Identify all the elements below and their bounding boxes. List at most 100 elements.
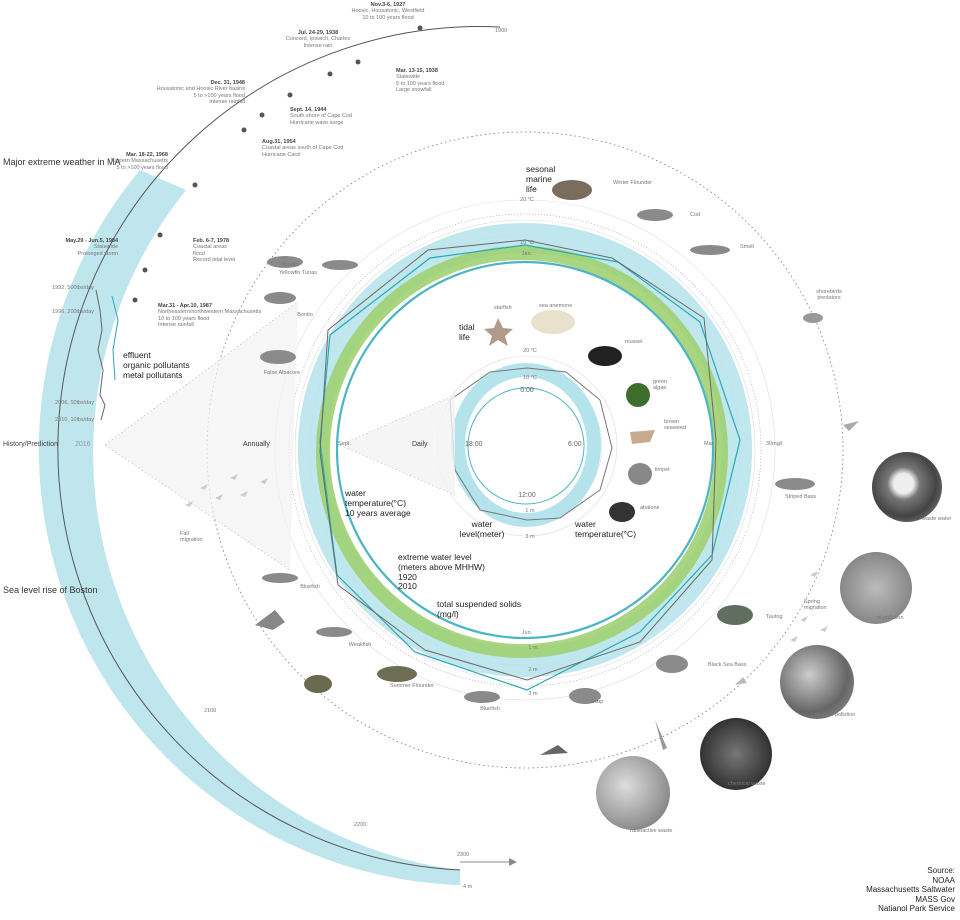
year-tick-2200: 2200	[354, 822, 367, 828]
event-1938-mar: Mar. 13-15, 1938 Statewide 5 to 100 year…	[396, 68, 445, 93]
legend-tss: total suspended solids (mg/l)	[437, 599, 522, 619]
species-winter-flounder: Winter Flounder	[613, 180, 653, 186]
daily-temperature-polygon	[449, 367, 613, 521]
month-jun: Jun.	[521, 630, 533, 636]
month-mar: Mar.	[704, 441, 715, 447]
species-bluefin: Bluefin	[281, 262, 299, 268]
sea-level-band	[38, 170, 460, 885]
daily-level-scale-3m: 3 m	[525, 534, 535, 540]
fish-silhouettes	[255, 180, 859, 755]
species-bonito: Bonito	[297, 312, 313, 318]
species-summer-flounder: Summer Flounder	[389, 683, 435, 689]
pollution-plastics: plastics pollution	[815, 712, 856, 718]
species-black-sea-bass: Black Sea Bass	[708, 662, 747, 668]
fall-migration-label: Fall migration	[180, 531, 203, 544]
level-scale-2m: 2 m	[528, 667, 538, 673]
species-smelt: Smelt	[740, 244, 755, 250]
event-dots	[132, 25, 423, 303]
event-1944: Sept. 14, 1944 South shore of Cape Cod H…	[290, 107, 353, 126]
event-1948: Dec. 31, 1948 Housatonic and Hoosic Rive…	[156, 80, 245, 105]
annual-temp-scale-20: 20 °C	[520, 197, 534, 203]
plastics-pollution-photo	[780, 645, 854, 719]
daily-cone	[340, 395, 455, 495]
waste-water-photo	[872, 452, 942, 522]
legend-extreme-level: extreme water level (meters above MHHW) …	[398, 552, 485, 592]
daily-level-legend: water level(meter)	[459, 519, 505, 539]
species-cod: Cod	[690, 212, 701, 218]
shorebirds-label: shorebirds predators	[816, 289, 842, 302]
tidal-starfish: starfish	[494, 305, 512, 311]
daily-temp-scale-10: 10 °C	[523, 375, 537, 381]
hour-0: 0:00	[520, 387, 534, 394]
hour-18: 18:00	[465, 441, 483, 448]
year-tick-2100: 2100	[204, 708, 217, 714]
tidal-limpet: limpet	[655, 467, 670, 473]
weather-title: Major extreme weather in MA	[3, 157, 121, 167]
daily-ring-label: Daily	[412, 441, 428, 448]
year-tick-1900: 1900	[495, 28, 508, 34]
history-prediction-label: History/Prediction	[3, 441, 58, 448]
tidal-icons	[484, 310, 655, 522]
outer-dotted-ring	[206, 131, 844, 769]
daily-temp-legend: water temperature(°C)	[575, 519, 637, 539]
effluent-line-teal	[111, 295, 119, 381]
bird-marks	[185, 474, 828, 642]
event-1938-jul: Jul. 24-29, 1938 Concord, Ipswich, Charl…	[285, 30, 351, 49]
annual-grid-ring	[294, 219, 756, 681]
sea-level-title: Sea level rise of Boston	[3, 585, 98, 595]
effluent-1996: 1996, 200lbs/day	[52, 309, 94, 315]
tidal-sea-anemone: sea anemone	[539, 303, 573, 309]
daily-level-scale-1m: 1 m	[525, 508, 535, 514]
hour-12: 12:00	[518, 492, 536, 499]
spring-migration-label: Spring migration	[804, 599, 827, 612]
timeline-arc	[57, 26, 501, 871]
month-jan: Jan.	[521, 251, 533, 257]
tidal-green-algae: green algae	[653, 379, 668, 392]
annual-temperature-band	[316, 246, 728, 658]
event-1984: May.29 - Jun.5, 1984 Statewide Prolonged…	[65, 238, 118, 257]
temperature-polygon	[319, 239, 717, 681]
species-striped-bass: Striped Bass	[785, 494, 817, 500]
tidal-life-title: tidal life	[459, 322, 475, 342]
species-tautog: Tautog	[766, 614, 783, 620]
tidal-mussel: mussel	[625, 339, 643, 345]
event-1987: Mar.31 - Apr.10, 1987 Northeastern/north…	[158, 303, 262, 328]
event-1927: Nov.3-6, 1927 Hoosic, Housatonic, Westfi…	[351, 2, 425, 21]
oil-pollution-photo	[840, 552, 912, 624]
effluent-2010: 2010, 10lbs/day	[55, 417, 94, 423]
annual-temp-scale-10: 10 °C	[520, 240, 534, 246]
tidal-abalone: abalone	[640, 505, 660, 511]
level-scale-3m: 3 m	[528, 691, 538, 697]
pollution-radioactive: radioactive waste	[630, 828, 673, 834]
legend-water-temp: water temperature(°C) 10 years average	[345, 488, 411, 518]
effluent-1992: 1992, 500lbs/day	[52, 285, 94, 291]
pollution-oil: oil pollution	[876, 615, 904, 621]
species-bluefish-1: Bluefish	[300, 584, 320, 590]
tidal-brown-seaweed: brown seaweed	[664, 419, 687, 432]
event-1968: Mar. 18-22, 1968 Eastern Massachusetts 5…	[110, 152, 168, 171]
level-scale-1m: 1 m	[528, 645, 538, 651]
event-1954: Aug.31, 1954 Coastal areas south of Cape…	[262, 139, 344, 158]
current-year-label: 2016	[75, 441, 91, 448]
tss-polygon	[319, 244, 741, 691]
effluent-line	[95, 289, 106, 421]
chemical-waste-photo	[700, 718, 772, 790]
annual-ring-label: Annually	[243, 441, 270, 448]
species-false-albacore: False Albacore	[263, 370, 301, 376]
sources: Source: NOAA Massachusetts Saltwater MAS…	[866, 866, 955, 914]
month-sept: Sept.	[338, 441, 351, 447]
effluent-legend: effluent organic pollutants metal pollut…	[123, 350, 190, 380]
event-1978: Feb. 6-7, 1978 Coastal areas flood Recor…	[193, 238, 236, 263]
tss-scale: 30mg/l	[766, 441, 783, 447]
species-yellowfin: Yellowfin Tunas	[278, 270, 318, 276]
sea-level-end-label: 4 m	[463, 884, 473, 890]
marine-life-title: sesonal marine life	[526, 164, 556, 194]
species-scup: Scup	[590, 699, 604, 705]
year-tick-2300: 2300	[457, 852, 470, 858]
species-bluefish-2: Bluefish	[480, 706, 500, 712]
radioactive-waste-photo	[596, 756, 670, 830]
effluent-2006: 2006, 50lbs/day	[55, 400, 94, 406]
daily-temp-scale-20: 20 °C	[523, 348, 537, 354]
hour-6: 6:00	[568, 441, 582, 448]
